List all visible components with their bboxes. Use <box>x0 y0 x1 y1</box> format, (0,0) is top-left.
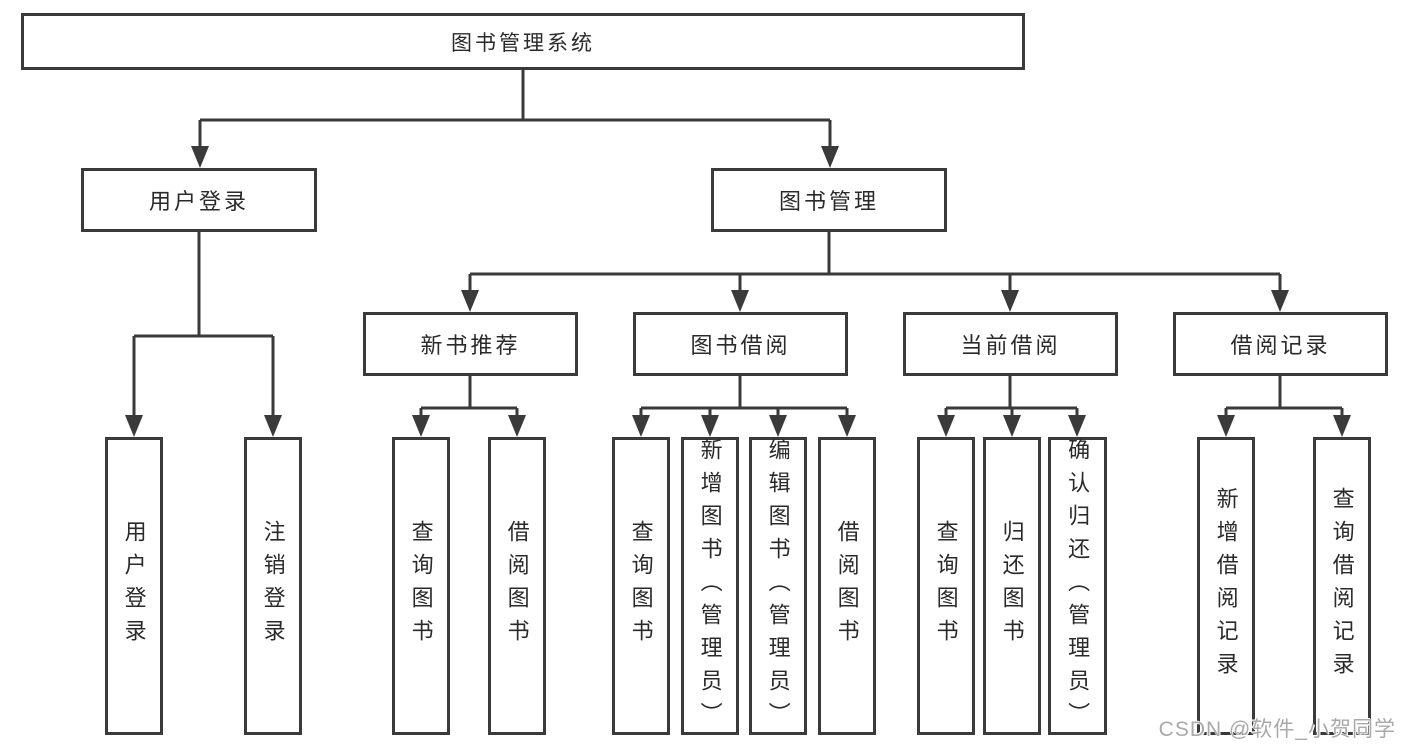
leaf-label: 查询图书 <box>933 520 959 652</box>
node-label: 用户登录 <box>148 189 249 214</box>
leaf-label: 查询图书 <box>408 520 434 652</box>
node-borrow-records: 借阅记录 <box>1173 312 1388 376</box>
node-new-book-recommend: 新书推荐 <box>363 312 578 376</box>
node-book-management: 图书管理 <box>711 168 947 232</box>
leaf-return-books: 归还图书 <box>983 437 1041 735</box>
leaf-label: 确认归还（管理员） <box>1065 437 1091 735</box>
node-label: 图书借阅 <box>690 333 791 358</box>
leaf-add-borrow-record: 新增借阅记录 <box>1197 437 1255 735</box>
leaf-user-login: 用户登录 <box>105 437 163 735</box>
leaf-edit-books-admin: 编辑图书（管理员） <box>749 437 807 735</box>
node-root-label: 图书管理系统 <box>451 31 595 55</box>
node-user-login-module: 用户登录 <box>81 168 317 232</box>
leaf-borrow-books: 借阅图书 <box>818 437 876 735</box>
leaf-label: 查询借阅记录 <box>1329 487 1355 685</box>
leaf-query-books-recommend: 查询图书 <box>392 437 450 735</box>
leaf-label: 注销登录 <box>260 520 286 652</box>
leaf-add-books-admin: 新增图书（管理员） <box>681 437 739 735</box>
node-label: 当前借阅 <box>960 333 1061 358</box>
leaf-label: 用户登录 <box>121 520 147 652</box>
leaf-label: 新增图书（管理员） <box>697 437 723 735</box>
leaf-borrow-books-recommend: 借阅图书 <box>488 437 546 735</box>
node-book-borrow: 图书借阅 <box>633 312 848 376</box>
leaf-label: 归还图书 <box>999 520 1025 652</box>
leaf-label: 新增借阅记录 <box>1213 487 1239 685</box>
leaf-logout: 注销登录 <box>244 437 302 735</box>
node-label: 新书推荐 <box>420 333 521 358</box>
leaf-query-books-borrow: 查询图书 <box>612 437 670 735</box>
csdn-watermark: CSDN @软件_小贺同学 <box>1158 718 1396 741</box>
node-current-borrow: 当前借阅 <box>903 312 1118 376</box>
node-label: 借阅记录 <box>1230 333 1331 358</box>
leaf-label: 借阅图书 <box>834 520 860 652</box>
leaf-label: 借阅图书 <box>504 520 530 652</box>
leaf-confirm-return-admin: 确认归还（管理员） <box>1048 437 1107 735</box>
leaf-label: 查询图书 <box>628 520 654 652</box>
leaf-label: 编辑图书（管理员） <box>765 437 791 735</box>
node-label: 图书管理 <box>778 189 879 214</box>
node-root: 图书管理系统 <box>21 13 1025 70</box>
leaf-query-borrow-record: 查询借阅记录 <box>1313 437 1371 735</box>
leaf-query-books-current: 查询图书 <box>917 437 975 735</box>
